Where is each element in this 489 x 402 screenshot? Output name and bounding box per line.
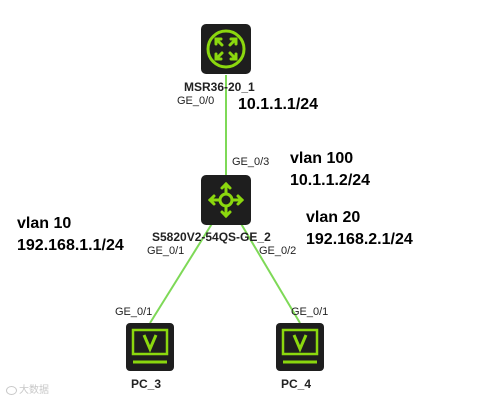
link-switch-pc4[interactable] [239, 221, 301, 324]
watermark-text: 大数据 [19, 385, 49, 397]
port-label-switch-ge0-1: GE_0/1 [147, 245, 185, 257]
router-ip-annotation: 10.1.1.1/24 [238, 96, 319, 113]
link-switch-pc3[interactable] [149, 221, 214, 324]
l3-switch-icon[interactable] [201, 175, 251, 225]
vlan20-name-annotation: vlan 20 [306, 209, 361, 226]
pc4-monitor-icon[interactable] [276, 323, 324, 371]
vlan100-ip-annotation: 10.1.1.2/24 [290, 172, 371, 189]
pc3-name-label: PC_3 [131, 377, 162, 391]
vlan10-name-annotation: vlan 10 [17, 215, 72, 232]
switch-name-label: S5820V2-54QS-GE_2 [152, 230, 271, 244]
router-name-label: MSR36-20_1 [184, 80, 255, 94]
router-icon[interactable] [201, 24, 251, 74]
vlan10-ip-annotation: 192.168.1.1/24 [17, 237, 124, 254]
vlan20-ip-annotation: 192.168.2.1/24 [306, 231, 413, 248]
watermark: 大数据 [6, 386, 49, 396]
pc3-monitor-icon[interactable] [126, 323, 174, 371]
vlan100-name-annotation: vlan 100 [290, 150, 354, 167]
watermark-logo-icon [6, 386, 17, 395]
port-label-pc3-ge0-1: GE_0/1 [115, 306, 153, 318]
port-label-switch-ge0-3: GE_0/3 [232, 156, 270, 168]
port-label-pc4-ge0-1: GE_0/1 [291, 306, 329, 318]
port-label-router-ge0-0: GE_0/0 [177, 95, 215, 107]
port-label-switch-ge0-2: GE_0/2 [259, 245, 297, 257]
pc4-name-label: PC_4 [281, 377, 312, 391]
